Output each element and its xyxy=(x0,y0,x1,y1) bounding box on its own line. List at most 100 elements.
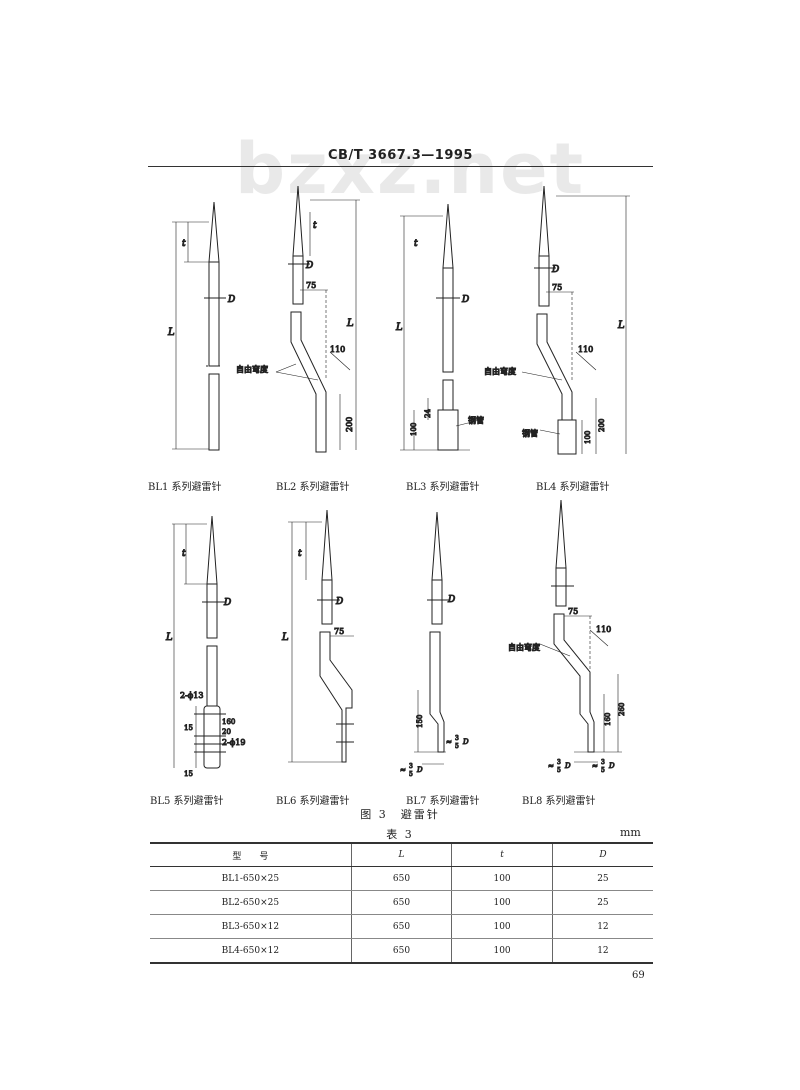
cell-L: 650 xyxy=(350,890,452,915)
bl5-hole19-label: 2-ϕ19 xyxy=(222,738,245,747)
figure-title: 图 3 避雷针 xyxy=(360,808,440,821)
bl6-t-label: t xyxy=(298,549,302,559)
lightning-rod-drawings: L t D D 75 110 自由弯度 L t 200 L t D xyxy=(165,185,630,779)
cell-L: 650 xyxy=(350,914,452,939)
bl5-t-label: t xyxy=(182,549,186,559)
cell-model: BL3-650×12 xyxy=(150,914,352,939)
table-row: BL1-650×25 650 100 25 xyxy=(150,866,653,891)
cell-model: BL1-650×25 xyxy=(150,866,352,891)
cell-t: 100 xyxy=(451,866,553,891)
bl3-D-label: D xyxy=(461,295,469,305)
bl3-steel-pipe-label: 钢管 xyxy=(468,415,484,425)
bl2-110-label: 110 xyxy=(330,345,345,354)
bl5-hole13-label: 2-ϕ13 xyxy=(180,691,203,700)
bl5-D-label: D xyxy=(223,598,231,608)
bl3-L-label: L xyxy=(395,322,403,333)
bl3-24-label: 24 xyxy=(424,409,432,418)
bl1-L-label: L xyxy=(167,327,175,338)
drawing-bl3 xyxy=(400,203,481,451)
header-L: L xyxy=(350,842,452,867)
table-row: BL2-650×25 650 100 25 xyxy=(150,890,653,915)
bl4-L-label: L xyxy=(617,320,625,331)
caption-bl4: BL4 系列避雷针 xyxy=(536,482,610,493)
bl5-20-label: 20 xyxy=(222,728,231,736)
drawing-bl5 xyxy=(172,515,226,769)
bl7-frac-num-b: 3 xyxy=(409,763,413,770)
bl1-D-label: D xyxy=(227,295,235,305)
caption-bl2: BL2 系列避雷针 xyxy=(276,482,350,493)
bl8-75-label: 75 xyxy=(568,607,578,616)
header-D: D xyxy=(551,842,653,867)
caption-bl7: BL7 系列避雷针 xyxy=(406,796,480,807)
table-row: BL3-650×12 650 100 12 xyxy=(150,914,653,939)
bl8-frac-den-b: 5 xyxy=(601,767,605,774)
bl8-260-label: 260 xyxy=(618,703,626,716)
bl8-D-a: D xyxy=(564,762,571,770)
cell-D: 12 xyxy=(551,938,653,964)
drawing-bl8 xyxy=(539,499,622,763)
cell-L: 650 xyxy=(350,938,452,964)
standard-header: CB/T 3667.3—1995 xyxy=(328,148,473,163)
cell-t: 100 xyxy=(451,938,553,964)
bl4-free-bend-label: 自由弯度 xyxy=(484,366,516,376)
bl7-frac-den-a: 5 xyxy=(455,743,459,750)
bl2-free-bend-label: 自由弯度 xyxy=(236,364,268,374)
cell-model: BL4-650×12 xyxy=(150,938,352,964)
drawing-bl7 xyxy=(414,511,450,765)
bl8-frac-den-a: 5 xyxy=(557,767,561,774)
bl4-D-label: D xyxy=(551,265,559,275)
bl6-L-label: L xyxy=(281,632,289,643)
cell-model: BL2-650×25 xyxy=(150,890,352,915)
bl5-15b-label: 15 xyxy=(184,770,193,778)
bl8-D-b: D xyxy=(608,762,615,770)
bl2-200-label: 200 xyxy=(345,417,354,432)
bl2-L-label: L xyxy=(346,318,354,329)
bl8-free-bend-label: 自由弯度 xyxy=(508,642,540,652)
table-header-row: 型 号 L t D xyxy=(150,842,653,867)
table-title: 表 3 xyxy=(386,828,414,841)
bl4-100-label: 100 xyxy=(584,431,592,444)
cell-D: 12 xyxy=(551,914,653,939)
bl5-160-label: 160 xyxy=(222,718,235,726)
cell-L: 650 xyxy=(350,866,452,891)
drawing-bl2 xyxy=(275,185,360,453)
bl2-D-label: D xyxy=(305,261,313,271)
bl8-160-label: 160 xyxy=(604,713,612,726)
bl5-L-label: L xyxy=(165,632,173,643)
cell-D: 25 xyxy=(551,866,653,891)
header-model: 型 号 xyxy=(150,842,352,867)
cell-t: 100 xyxy=(451,890,553,915)
bl7-frac-num-a: 3 xyxy=(455,735,459,742)
caption-bl8: BL8 系列避雷针 xyxy=(522,796,596,807)
table-unit: mm xyxy=(620,826,641,839)
cell-t: 100 xyxy=(451,914,553,939)
spec-table: 型 号 L t D BL1-650×25 650 100 25 BL2-650×… xyxy=(150,842,653,964)
bl2-t-label: t xyxy=(313,221,317,231)
bl6-75-label: 75 xyxy=(334,627,344,636)
bl7-D-label: D xyxy=(447,595,455,605)
page-number: 69 xyxy=(632,970,645,981)
bl3-100-label: 100 xyxy=(410,423,418,436)
bl8-110-label: 110 xyxy=(596,625,611,634)
caption-bl1: BL1 系列避雷针 xyxy=(148,482,222,493)
drawing-bl1 xyxy=(172,201,226,451)
cell-D: 25 xyxy=(551,890,653,915)
header-rule xyxy=(148,166,653,167)
bl7-D-a: D xyxy=(462,738,469,746)
bl6-D-label: D xyxy=(335,597,343,607)
bl8-approx-b: ≈ xyxy=(592,762,598,770)
caption-bl3: BL3 系列避雷针 xyxy=(406,482,480,493)
bl7-D-b: D xyxy=(416,766,423,774)
drawing-bl4 xyxy=(521,185,630,455)
caption-bl5: BL5 系列避雷针 xyxy=(150,796,224,807)
bl7-150-label: 150 xyxy=(416,715,424,728)
bl8-approx-a: ≈ xyxy=(548,762,554,770)
bl5-15-label: 15 xyxy=(184,724,193,732)
bl4-200-label: 200 xyxy=(598,419,606,432)
bl4-110-label: 110 xyxy=(578,345,593,354)
bl7-approx-a: ≈ xyxy=(446,738,452,746)
table-row: BL4-650×12 650 100 12 xyxy=(150,938,653,964)
bl3-t-label: t xyxy=(414,239,418,249)
bl2-75-label: 75 xyxy=(306,281,316,290)
header-t: t xyxy=(451,842,553,867)
